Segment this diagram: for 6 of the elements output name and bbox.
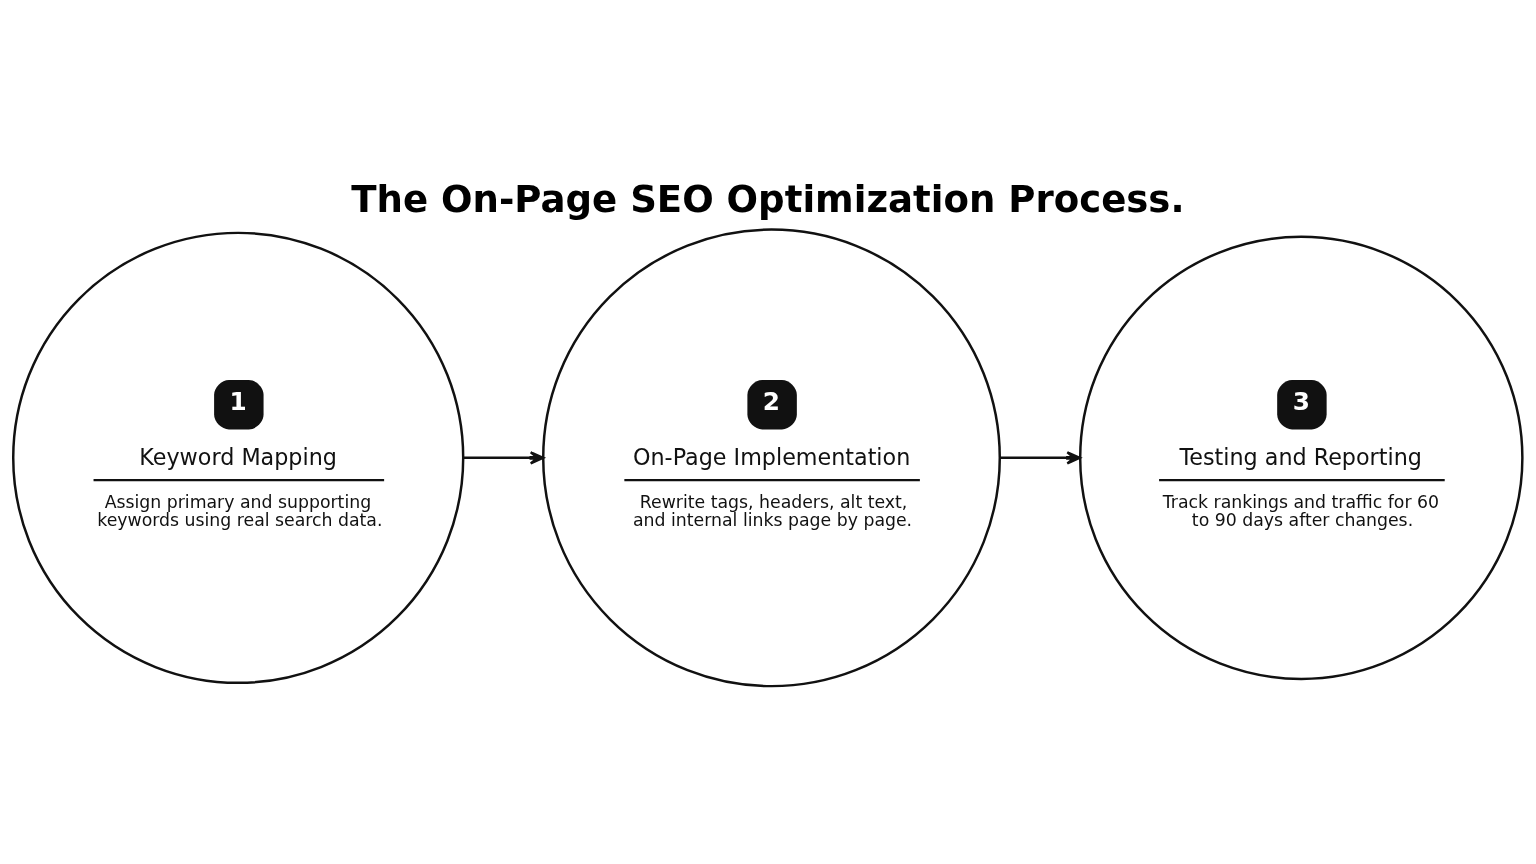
diagram-title: The On-Page SEO Optimization Process. [351, 177, 1185, 221]
arrow [999, 450, 1081, 465]
node-circle: 1 Keyword Mapping Assign primary and supporting keywords using real search data. [12, 231, 465, 684]
node-circle: 3 Testing and Reporting Track rankings and traffic for 60 to 90 days after changes. [1078, 235, 1524, 680]
arrow [463, 450, 545, 465]
node-circle: 2 On-Page Implementation Rewrite tags, headers, alt text, and internal links page by page. [542, 227, 1001, 687]
